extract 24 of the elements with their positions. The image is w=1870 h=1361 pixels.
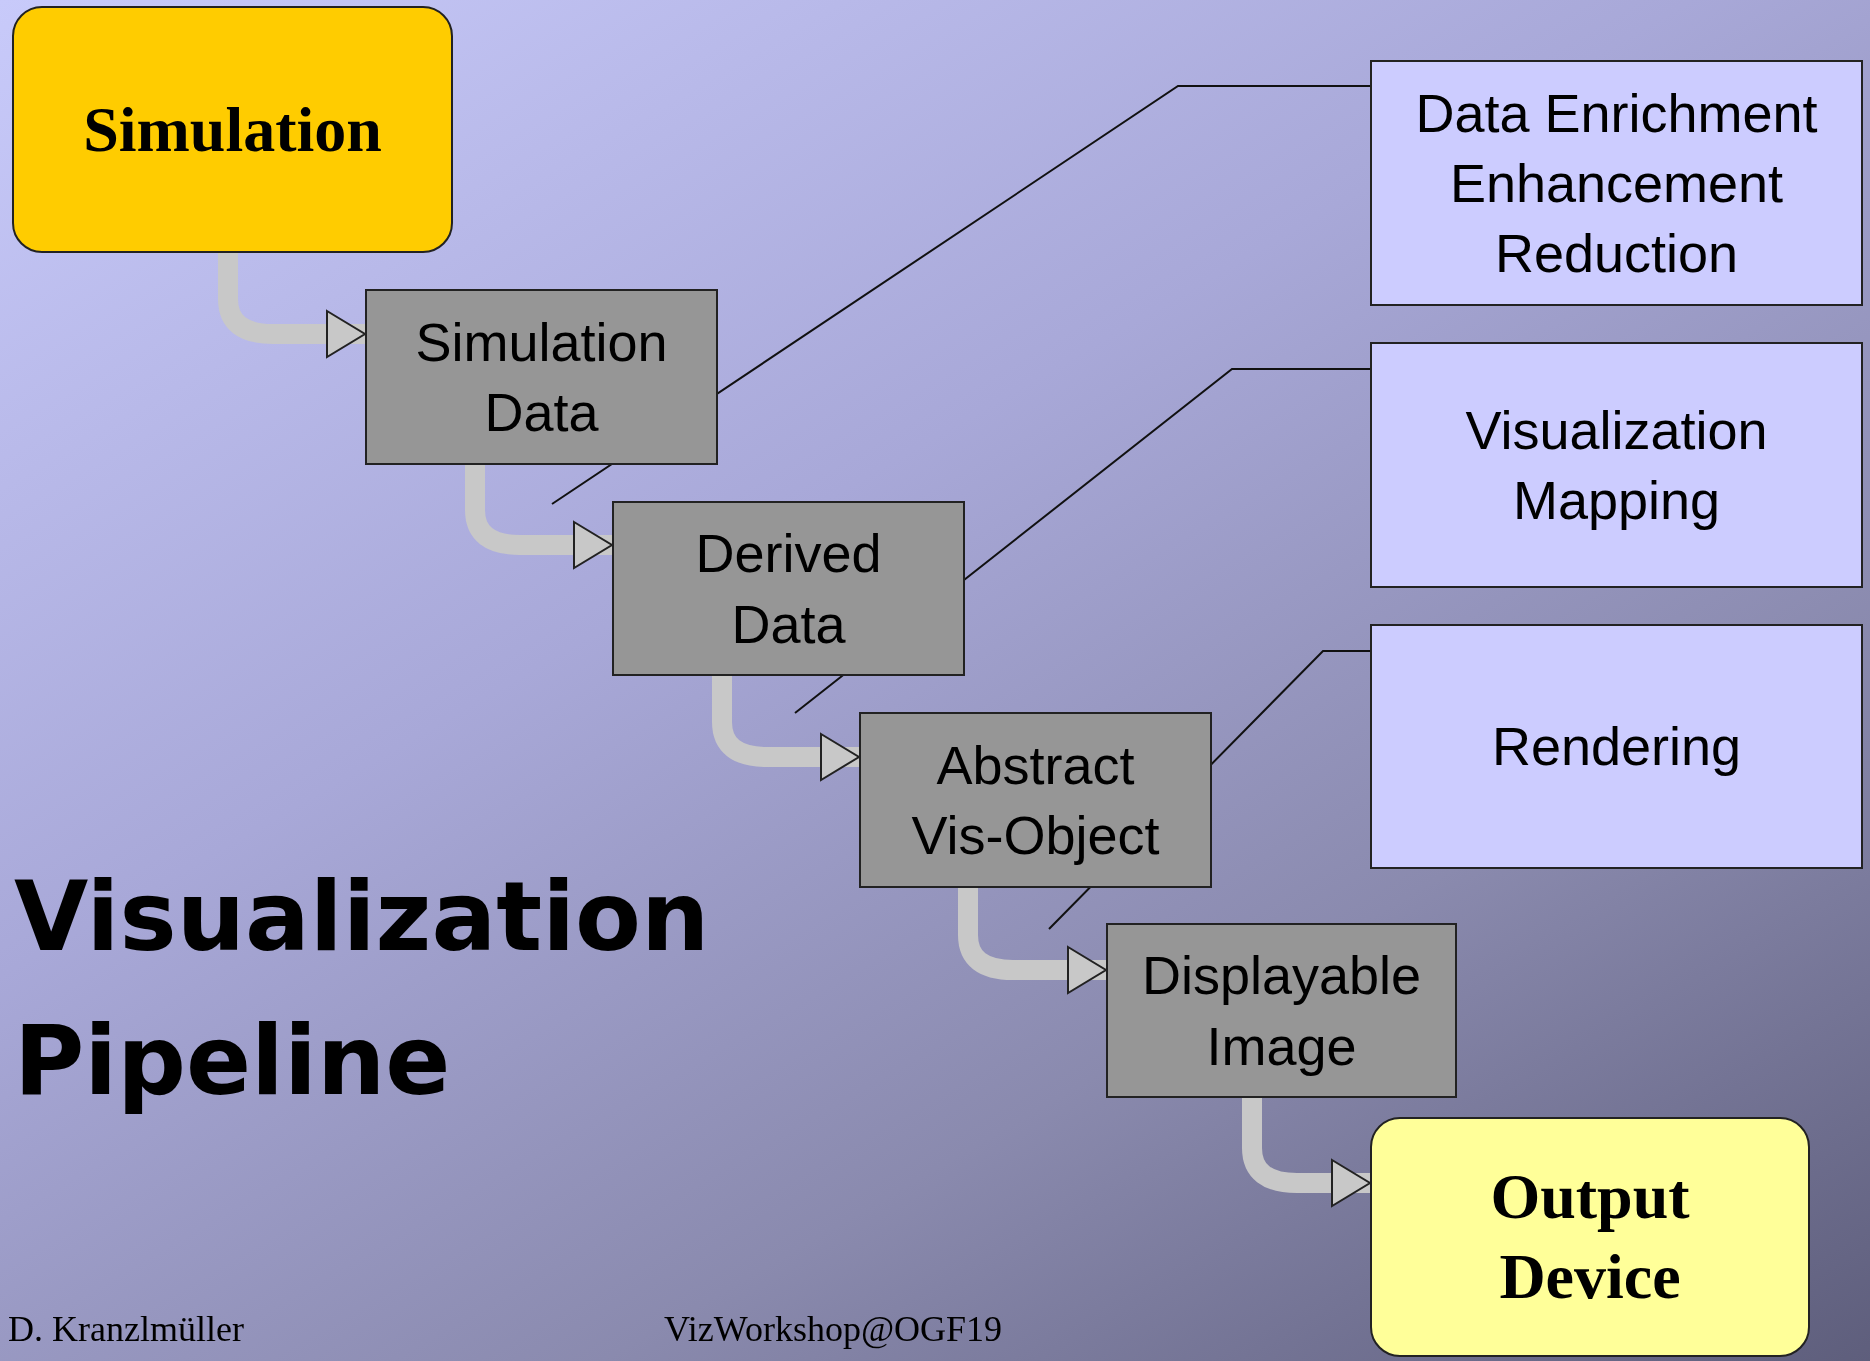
terminal-box: [12, 6, 453, 253]
box-label: Data Enrichment Enhancement Reduction: [1414, 81, 1819, 286]
footer-text: D. Kranzlmüller: [8, 1308, 244, 1350]
bent-arrow: [712, 676, 860, 781]
box-label: Derived Data: [694, 522, 883, 656]
process-box: [859, 712, 1212, 888]
box-label: Output Device: [1489, 1160, 1691, 1314]
slide-title: Visualization Pipeline: [14, 860, 711, 1119]
box-label: Abstract Vis-Object: [910, 733, 1161, 867]
box-label: Displayable Image: [1140, 944, 1423, 1078]
bent-arrow: [218, 253, 366, 358]
box-label: Visualization Mapping: [1464, 398, 1769, 532]
process-box: [1370, 624, 1863, 869]
box-label: Simulation: [82, 92, 383, 167]
process-box: [612, 501, 965, 676]
footer-text: VizWorkshop@OGF19: [664, 1308, 1003, 1350]
box-label: Rendering: [1490, 715, 1743, 779]
process-box: [1370, 60, 1863, 306]
terminal-box: [1370, 1117, 1810, 1357]
box-label: Simulation Data: [414, 310, 669, 444]
process-box: [1370, 342, 1863, 588]
process-box: [1106, 923, 1457, 1098]
bent-arrow: [465, 465, 613, 569]
process-box: [365, 289, 718, 465]
